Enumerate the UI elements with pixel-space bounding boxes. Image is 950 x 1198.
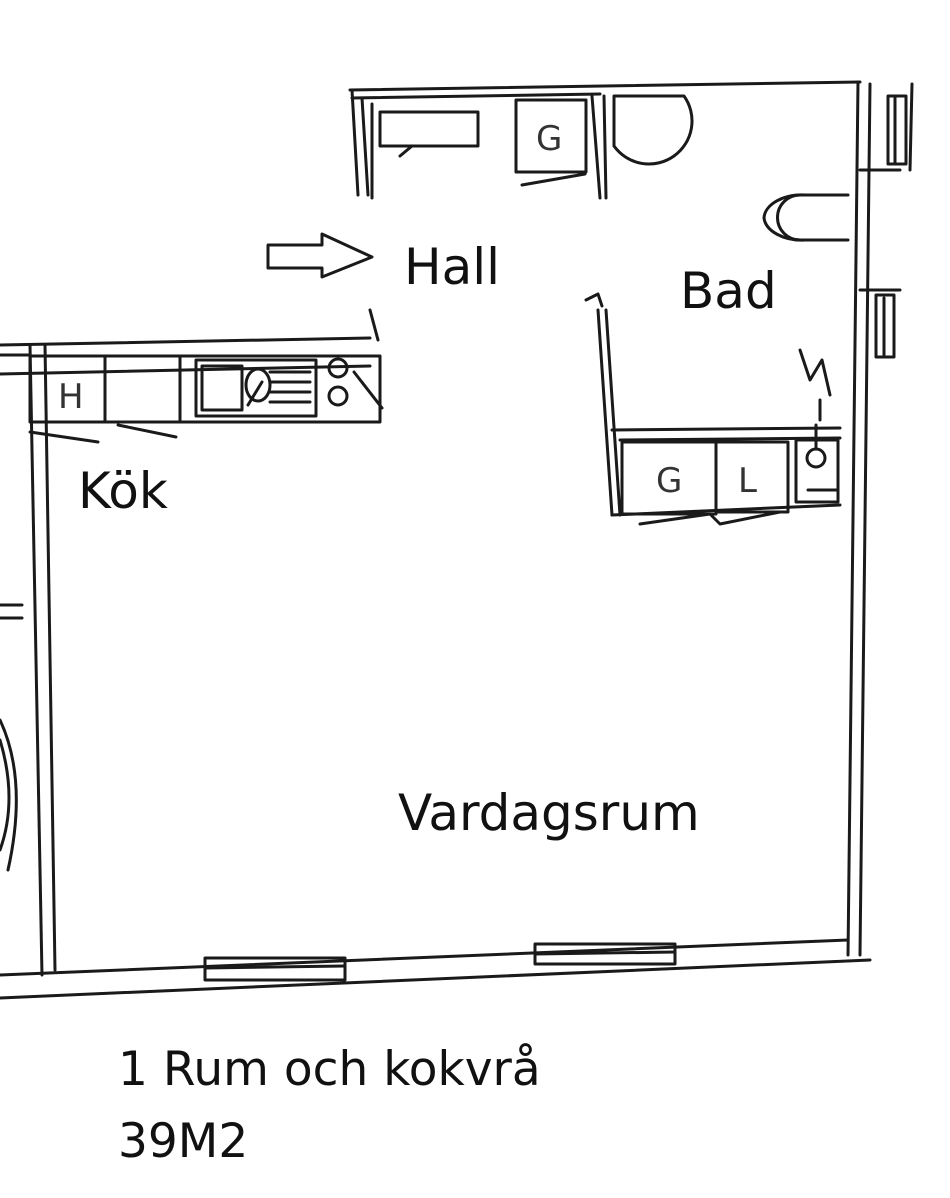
toilet [762,193,850,242]
kitchen-counter [0,354,384,444]
shower [612,94,694,166]
room-label-vardagsrum: Vardagsrum [398,784,700,842]
hall-closet [370,94,608,200]
fixture-label-l: L [738,461,757,501]
fixture-label-h: H [58,377,84,417]
outer-walls [0,80,914,1000]
entrance-arrow-icon [266,232,374,279]
caption-room-type: 1 Rum och kokvrå [118,1042,541,1097]
floor-plan: G G L H [0,80,914,1000]
fixture-label-g2: G [656,461,682,501]
room-label-bad: Bad [680,262,777,320]
room-label-kok: Kök [78,462,168,520]
window-right [858,94,908,359]
bathroom-walls [584,292,842,517]
utility-cabinets [620,348,840,526]
fixture-label-g1: G [536,119,562,159]
stair-fragment [0,603,24,872]
window-bottom [203,942,677,982]
caption-area: 39M2 [118,1114,249,1169]
room-label-hall: Hall [404,238,501,296]
